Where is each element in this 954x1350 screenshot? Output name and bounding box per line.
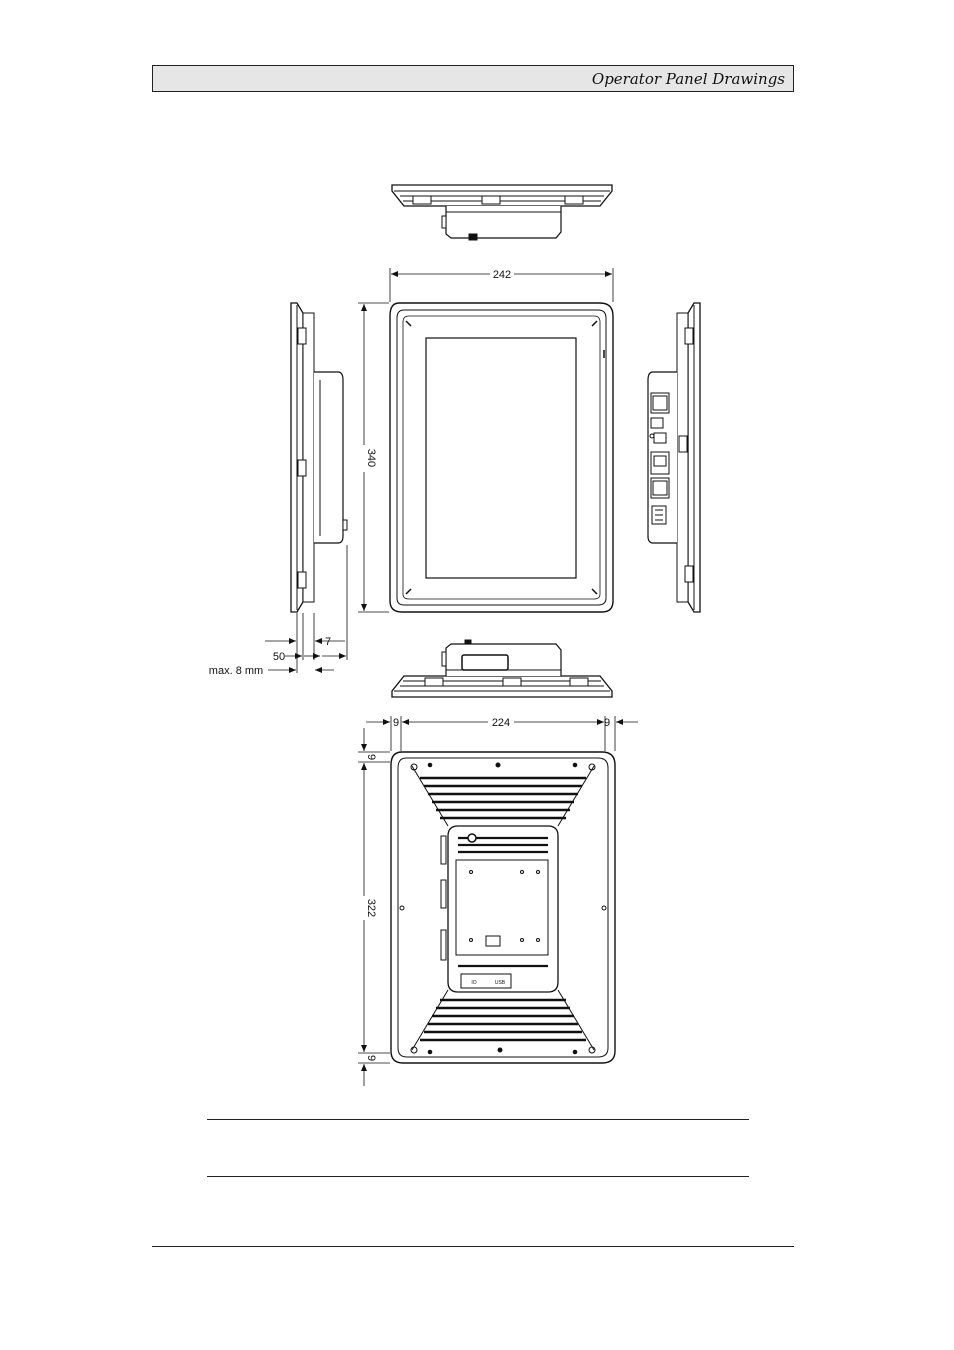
page-header-bar: Operator Panel Drawings	[152, 65, 794, 92]
rear-center-height-label: 322	[365, 899, 377, 917]
rear-margin-right-label: 9	[604, 717, 610, 729]
bottom-view	[391, 639, 613, 698]
side-depth-b-label: 50	[273, 651, 285, 663]
front-height-label: 340	[365, 449, 377, 467]
side-max-note: max. 8 mm	[209, 665, 263, 677]
rear-margin-bottom-label: 9	[365, 1055, 377, 1061]
side-depth-a-label: 7	[325, 636, 331, 648]
front-height-dimension	[358, 302, 389, 613]
rear-view	[390, 751, 616, 1064]
page-header-title: Operator Panel Drawings	[591, 70, 785, 88]
front-view	[389, 302, 614, 613]
rear-margin-left-label: 9	[393, 717, 399, 729]
front-width-label: 242	[493, 269, 511, 281]
footer-rule	[152, 1246, 794, 1247]
caption-rule-bottom	[207, 1176, 749, 1177]
left-side-view	[290, 302, 348, 613]
rear-height-dimension	[358, 728, 390, 1086]
side-depth-dimension	[265, 545, 348, 673]
rear-port-a-label: IO	[471, 980, 476, 986]
top-view	[391, 184, 613, 241]
right-side-view	[647, 302, 701, 613]
front-width-dimension	[389, 268, 614, 302]
rear-port-b-label: USB	[495, 980, 506, 986]
rear-center-width-label: 224	[492, 717, 510, 729]
rear-width-dimension	[366, 716, 638, 751]
caption-rule-top	[207, 1119, 749, 1120]
rear-margin-top-label: 9	[365, 754, 377, 760]
